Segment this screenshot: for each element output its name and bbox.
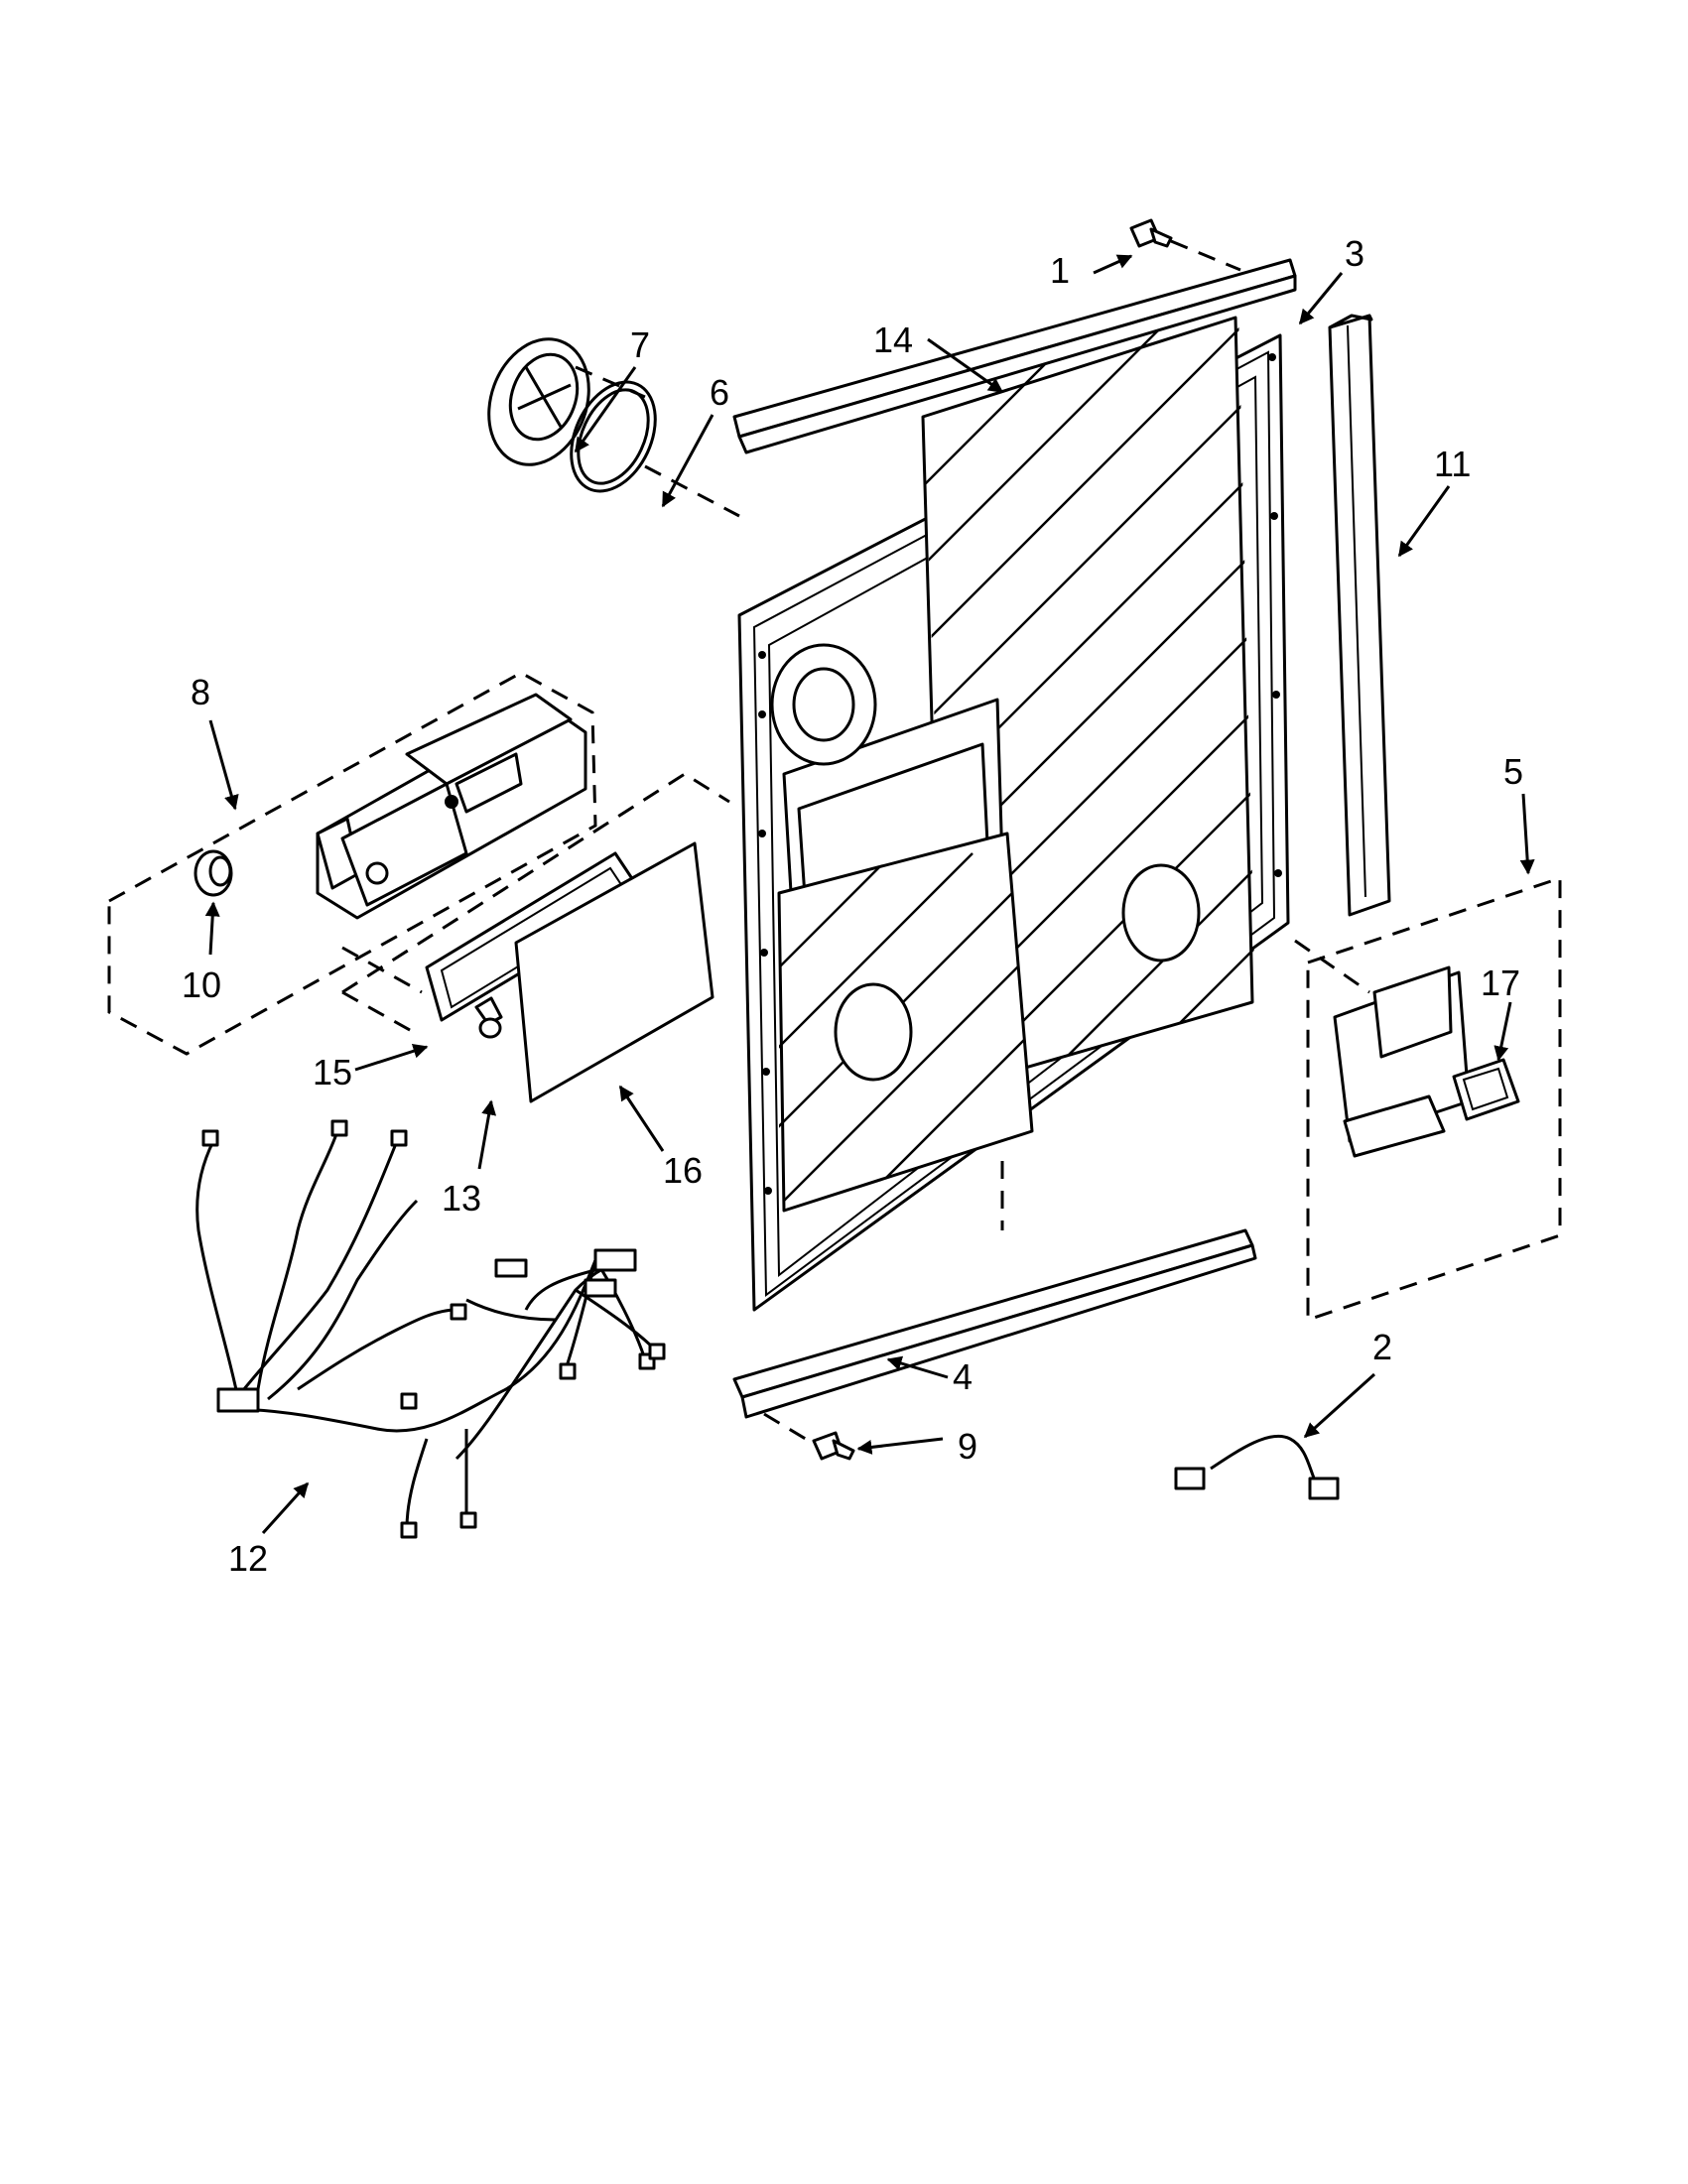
control-panel-group-outline [341,772,730,994]
callout-11: 11 [1434,444,1471,484]
callout-3: 3 [1345,233,1364,274]
callout-7: 7 [630,324,650,365]
callout-10: 10 [182,964,221,1005]
inner-door-panel [737,316,1290,1312]
dispenser-group-outline [107,671,597,1056]
side-gasket-strip [1328,314,1391,917]
callout-8: 8 [191,672,210,712]
callout-16: 16 [663,1150,703,1191]
vent-cap [487,337,590,466]
screw-part-13 [474,996,503,1039]
wire-harness [195,1119,666,1539]
control-shield [514,841,714,1103]
callout-15: 15 [313,1052,352,1092]
door-switch-assembly [1333,965,1471,1158]
leader-lines [204,254,1535,1535]
screw-part-9 [812,1431,855,1461]
callout-6: 6 [710,372,729,413]
bottom-trim-strip [732,1228,1257,1419]
callout-14: 14 [873,320,913,360]
callout-9: 9 [958,1426,977,1467]
callout-12: 12 [228,1538,268,1579]
callout-17: 17 [1481,963,1520,1003]
switch-gasket [1452,1058,1520,1121]
jumper-wire [1174,1434,1340,1500]
callout-13: 13 [442,1178,481,1219]
actuator-knob [194,849,233,897]
callout-1: 1 [1050,250,1070,291]
callout-4: 4 [953,1356,973,1397]
top-trim-strip [732,258,1297,454]
callout-5: 5 [1503,751,1523,792]
callout-2: 2 [1372,1327,1392,1367]
screw-part-1 [1129,218,1173,248]
dispenser-assembly [316,693,587,920]
callout-labels: 1 2 3 4 5 6 7 8 9 10 11 12 13 14 15 16 1… [182,233,1523,1579]
